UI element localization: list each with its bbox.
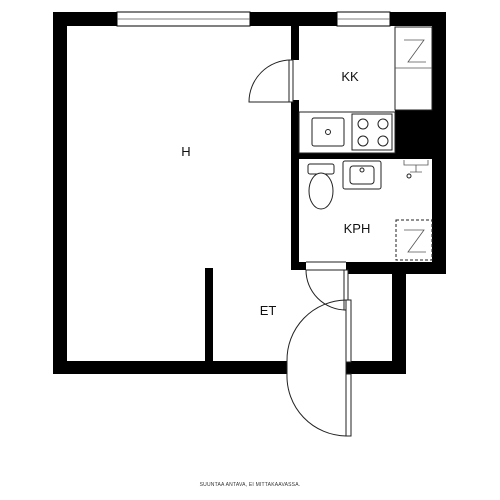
room-label-entry: ET	[260, 303, 277, 318]
entry-inner-door-swing	[286, 299, 347, 362]
room-label-living: H	[181, 144, 190, 159]
shower-floor	[395, 219, 433, 261]
entry-doors	[286, 299, 352, 437]
kitchen-fixtures	[298, 26, 433, 154]
kitchen-door-leaf	[288, 59, 294, 103]
entry-inner-door-leaf	[345, 299, 352, 363]
kitchen-door-swing	[248, 59, 292, 103]
wall-right-lower	[392, 262, 406, 374]
toilet-bowl	[308, 172, 334, 210]
bathroom-fixtures	[307, 160, 433, 261]
stove-burner	[357, 135, 369, 147]
shower-head-icon	[403, 160, 429, 173]
shower-valve	[406, 173, 412, 179]
wall-kitchen-left-bottom	[291, 100, 299, 158]
washbasin-bowl	[349, 165, 375, 185]
washbasin-tap	[359, 167, 365, 173]
interior-walls	[205, 26, 446, 364]
windows	[116, 11, 391, 27]
fridge-symbol	[404, 39, 426, 63]
wall-bottom-right	[346, 361, 406, 374]
wall-bath-left	[291, 153, 299, 270]
room-label-bathroom: KPH	[344, 221, 371, 236]
kitchen-tap	[325, 129, 331, 135]
outer-walls	[53, 12, 446, 374]
wall-bottom-living	[53, 361, 287, 374]
entry-outer-door-swing	[286, 373, 347, 437]
wall-kitchen-left-top	[291, 26, 299, 60]
kitchen-cabinet-tall	[394, 26, 433, 111]
entry-outer-door-leaf	[345, 373, 352, 437]
scale-disclaimer: SUUNTAA ANTAVA, EI MITTAKAAVASSA.	[200, 482, 301, 488]
wall-step	[346, 262, 446, 274]
wall-kitchen-corner	[395, 110, 446, 155]
kitchen-door	[248, 59, 294, 103]
bathroom-door-swing	[305, 269, 347, 311]
wall-bath-bottom-left	[291, 262, 306, 270]
stove-burner	[377, 135, 389, 147]
room-label-kitchen: KK	[341, 69, 359, 84]
wall-kitchen-bath	[291, 153, 446, 159]
wall-left	[53, 12, 67, 374]
floor-drain-symbol	[404, 229, 426, 253]
bathroom-door	[305, 261, 349, 311]
stove-burner	[377, 118, 389, 130]
stove-burner	[357, 118, 369, 130]
wall-entry-partition	[205, 268, 213, 364]
